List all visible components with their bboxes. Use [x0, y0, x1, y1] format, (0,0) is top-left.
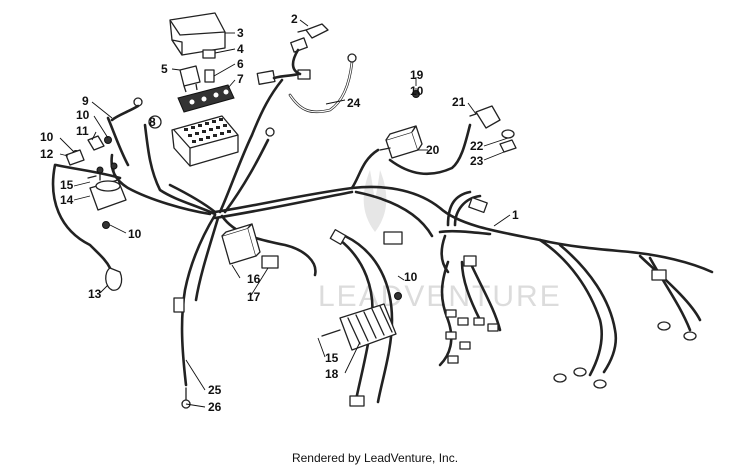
callout-10-upper: 10 — [76, 108, 90, 122]
relay — [179, 65, 201, 93]
callout-11: 11 — [76, 124, 89, 138]
callout-labels: 1 2 3 4 5 6 7 8 9 10 10 10 10 10 11 12 1… — [40, 12, 519, 414]
fuse-small — [202, 49, 216, 59]
callout-10-regulator: 10 — [404, 270, 418, 284]
terminal-cap — [87, 135, 105, 151]
callout-19: 19 — [410, 68, 424, 82]
callout-21: 21 — [452, 95, 466, 109]
voltage-regulator — [321, 229, 397, 407]
callout-7: 7 — [237, 72, 244, 86]
cap-terminal — [499, 139, 517, 153]
main-harness — [51, 60, 714, 404]
fuse-box-cover — [169, 12, 226, 56]
ignition-coil — [379, 125, 423, 159]
callout-12: 12 — [40, 147, 54, 161]
right-connectors — [383, 196, 697, 389]
battery-terminal — [65, 149, 85, 166]
callout-16: 16 — [247, 272, 261, 286]
credit-line: Rendered by LeadVenture, Inc. — [291, 451, 459, 465]
callout-22: 22 — [470, 139, 484, 153]
callout-18: 18 — [325, 367, 339, 381]
callout-1: 1 — [512, 208, 519, 222]
callout-3: 3 — [237, 26, 244, 40]
terminal-boot — [105, 267, 123, 291]
ground-wire — [110, 53, 357, 137]
watermark-text: LEADVENTURE — [318, 280, 562, 313]
cdi-module — [221, 223, 261, 265]
callout-15-regulator: 15 — [325, 351, 339, 365]
callout-5: 5 — [161, 62, 168, 76]
starter-solenoid — [89, 162, 127, 211]
fuse-strip — [177, 84, 235, 113]
callout-20: 20 — [426, 143, 440, 157]
callout-23: 23 — [470, 154, 484, 168]
fuse-mini — [204, 69, 215, 83]
cdi-connector — [261, 255, 279, 269]
callout-2: 2 — [291, 12, 298, 26]
bolt — [87, 175, 97, 179]
callout-6: 6 — [237, 57, 244, 71]
callout-9: 9 — [82, 94, 89, 108]
connector-cluster — [256, 37, 311, 85]
callout-13: 13 — [88, 287, 102, 301]
callout-25: 25 — [208, 383, 222, 397]
callout-10-left: 10 — [40, 130, 54, 144]
callout-10-lower: 10 — [128, 227, 142, 241]
callout-17: 17 — [247, 290, 261, 304]
callout-15-left: 15 — [60, 178, 74, 192]
watermark: LEADVENTURE — [318, 170, 562, 313]
callout-4: 4 — [237, 42, 244, 56]
cap-seal — [501, 129, 515, 139]
callout-10-coil: 10 — [410, 84, 424, 98]
callout-26: 26 — [208, 400, 222, 414]
callout-14: 14 — [60, 193, 74, 207]
connector-plug — [297, 23, 329, 39]
spark-plug-cap — [469, 105, 501, 129]
fuse-block — [171, 115, 239, 167]
callout-8: 8 — [149, 115, 156, 129]
callout-24: 24 — [347, 96, 361, 110]
leader-lines — [59, 19, 511, 408]
